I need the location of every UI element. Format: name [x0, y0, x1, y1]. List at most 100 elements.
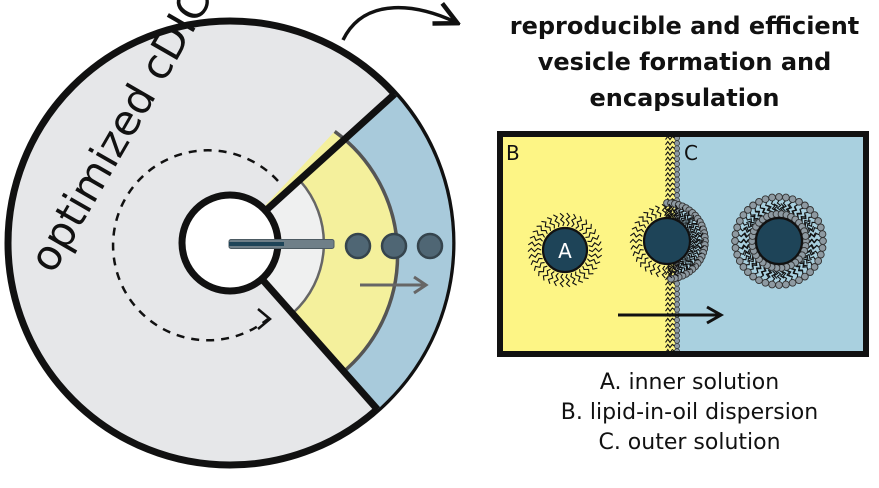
lipid-head	[782, 280, 790, 289]
lipid-head	[744, 268, 752, 276]
lipid-tail	[742, 253, 752, 261]
lipid-head	[733, 250, 742, 259]
lipid-tail	[677, 263, 686, 274]
lipid-tail	[673, 204, 679, 218]
lipid-head	[735, 217, 744, 225]
lipid-tail	[738, 243, 750, 250]
lipid-head	[674, 155, 680, 162]
lipid-tail	[588, 241, 602, 248]
lipid-head	[744, 206, 752, 214]
lipid-tail	[640, 257, 649, 268]
lipid-tail	[754, 208, 763, 216]
lipid-head	[788, 195, 797, 204]
lipid-tail	[691, 232, 704, 239]
rotation-arrow	[111, 149, 279, 342]
lipid-tail	[746, 257, 754, 266]
lipid-tail	[661, 203, 667, 217]
lipid-tail	[559, 212, 565, 227]
lipid-tail	[632, 249, 644, 257]
lipid-tail	[685, 214, 694, 225]
lipid-head	[795, 197, 803, 206]
transfer-arrow	[618, 305, 725, 325]
lipid-head	[810, 263, 819, 271]
lipid-head	[739, 263, 748, 271]
legend-item: B. lipid-in-oil dispersion	[560, 400, 819, 425]
lipid-tail	[649, 262, 657, 275]
lipid-tail	[578, 269, 589, 280]
lipid-tail	[806, 221, 816, 229]
lipid-tail	[661, 265, 667, 279]
lipid-head	[674, 192, 680, 199]
lipid-head	[814, 257, 823, 265]
vesicle-core	[541, 226, 589, 274]
lipid-tail	[665, 307, 675, 313]
lipid-head	[816, 223, 825, 232]
lipid-tail	[781, 270, 788, 282]
lipid-tail	[807, 248, 818, 255]
lipid-head	[731, 244, 740, 252]
lipid-tail	[760, 267, 767, 278]
lipid-head	[806, 206, 814, 214]
lipid-tail	[553, 272, 559, 287]
lipid-head	[801, 232, 810, 240]
lipid-tail	[665, 317, 675, 323]
lipid-tail	[665, 322, 675, 328]
lipid-tail	[688, 220, 699, 229]
lipid-tail	[742, 222, 753, 229]
lipid-tail	[665, 301, 675, 307]
lipid-tail	[691, 244, 705, 250]
lipid-tail	[665, 166, 675, 172]
lipid-tail	[740, 227, 751, 234]
lipid-tail	[584, 262, 598, 270]
lipid-tail	[776, 271, 782, 282]
cdice-disc: optimized cDICE	[4, 0, 456, 469]
lipid-tail	[575, 216, 583, 229]
lipid-head	[816, 250, 825, 259]
lipid-tail	[665, 286, 675, 292]
lipid-tail	[749, 212, 759, 220]
lipid-head	[755, 276, 763, 285]
lipid-head	[674, 317, 680, 323]
lipid-tail	[690, 225, 702, 233]
lipid-tail	[527, 247, 542, 253]
lipid-tail	[690, 232, 702, 238]
lipid-tail	[740, 248, 751, 255]
lipid-tail	[808, 232, 820, 239]
lipid-tail	[804, 216, 812, 225]
lipid-tail	[638, 216, 650, 225]
panel-label-b: B	[506, 141, 520, 165]
lipid-tail	[665, 177, 675, 183]
lipid-head	[818, 230, 827, 238]
lipid-head	[674, 301, 680, 308]
lipid-head	[674, 171, 680, 178]
lipid-tail	[667, 265, 673, 279]
lipid-head	[761, 278, 770, 287]
lipid-tail	[547, 271, 555, 284]
heading: reproducible and efficient vesicle forma…	[490, 8, 879, 116]
lipid-tail	[691, 238, 705, 244]
lipid-tail	[655, 264, 661, 278]
lipid-head	[674, 161, 680, 167]
lipid-head	[674, 150, 680, 157]
lipid-tail	[781, 200, 787, 212]
lipid-head	[739, 211, 748, 219]
lipid-tail	[765, 269, 772, 280]
lipid-head	[731, 237, 739, 245]
lipid-head	[674, 337, 680, 344]
lipid-head	[674, 285, 680, 292]
lipid-tail	[644, 260, 653, 272]
panel-label-c: C	[684, 141, 698, 165]
lipid-head	[819, 237, 827, 245]
lipid-tail	[681, 259, 691, 268]
lipid-tail	[805, 253, 816, 260]
lipid-head	[782, 193, 790, 202]
lipid-tail	[579, 219, 588, 232]
lipid-tail	[629, 232, 643, 238]
lipid-head	[674, 306, 680, 313]
lipid-head	[810, 211, 819, 219]
lipid-head	[735, 257, 744, 265]
vesicle-label-a: A	[558, 239, 572, 263]
lipid-head	[674, 140, 680, 147]
lipid-tail	[776, 200, 782, 211]
